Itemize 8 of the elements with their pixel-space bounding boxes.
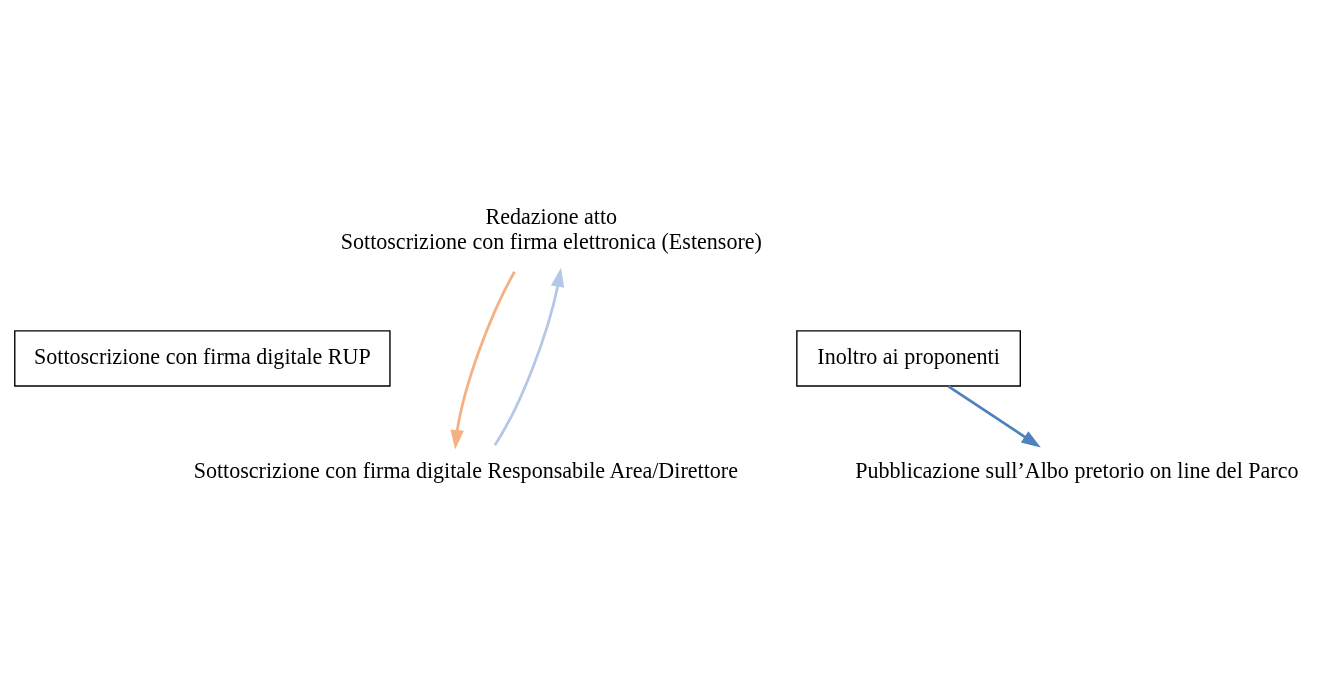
node-text: Redazione atto Sottoscrizione con firma elettronica (Estensore) (340, 203, 762, 254)
arrow (450, 270, 516, 449)
node-text: Pubblicazione sull’Albo pretorio on line del Parco (855, 457, 1299, 483)
node-box: Sottoscrizione con firma digitale RUP (14, 329, 391, 387)
node-box: Inoltro ai proponenti (796, 329, 1021, 387)
node-text: Sottoscrizione con firma digitale Responsabile Area/Direttore (193, 457, 738, 483)
arrow (493, 267, 565, 446)
arrow (947, 384, 1041, 448)
